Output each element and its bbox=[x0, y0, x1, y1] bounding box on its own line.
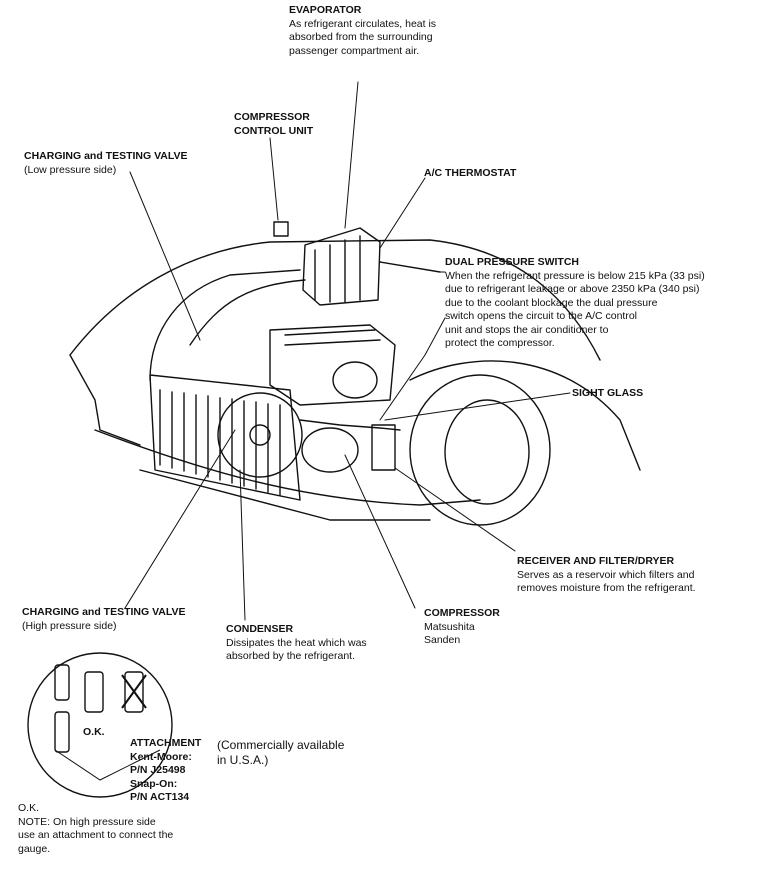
condenser-core bbox=[149, 374, 301, 501]
low-pressure-line bbox=[149, 269, 301, 381]
label-compressor-control-unit: COMPRESSOR CONTROL UNIT bbox=[234, 111, 314, 137]
label-commercial: (Commercially available in U.S.A.) bbox=[217, 738, 345, 767]
label-charging-valve-high: CHARGING and TESTING VALVE (High pressur… bbox=[22, 606, 186, 632]
attachment-inset-circle bbox=[27, 652, 173, 798]
lower-apron bbox=[139, 469, 431, 521]
engine-block bbox=[269, 324, 396, 406]
evaporator-unit bbox=[302, 227, 381, 306]
attachment-adapter bbox=[54, 664, 70, 701]
leader-lines bbox=[124, 81, 571, 621]
left-fender bbox=[69, 354, 141, 446]
label-note: O.K. NOTE: On high pressure side use an … bbox=[18, 802, 174, 855]
compressor-body bbox=[301, 427, 359, 473]
high-pressure-line bbox=[299, 419, 401, 431]
hood-outline bbox=[69, 239, 601, 361]
fitting-wrong bbox=[124, 671, 144, 713]
label-evaporator: EVAPORATOR As refrigerant circulates, he… bbox=[289, 4, 437, 57]
label-inset-ok: O.K. bbox=[83, 726, 105, 738]
label-charging-valve-low: CHARGING and TESTING VALVE (Low pressure… bbox=[24, 150, 188, 176]
label-condenser: CONDENSER Dissipates the heat which was … bbox=[226, 623, 367, 662]
bumper bbox=[94, 429, 481, 506]
label-receiver: RECEIVER AND FILTER/DRYER Serves as a re… bbox=[517, 555, 696, 594]
cooling-fan bbox=[217, 392, 303, 478]
label-ac-thermostat: A/C THERMOSTAT bbox=[424, 167, 517, 179]
label-attachment: ATTACHMENT Kent-Moore: P/N J25498 Snap-O… bbox=[130, 737, 202, 803]
label-dual-pressure-switch: DUAL PRESSURE SWITCH When the refrigeran… bbox=[445, 256, 705, 349]
receiver-dryer bbox=[371, 424, 396, 471]
label-compressor: COMPRESSOR Matsushita Sanden bbox=[424, 607, 500, 646]
front-wheel bbox=[409, 374, 551, 526]
label-sight-glass: SIGHT GLASS bbox=[572, 387, 644, 399]
fitting-ok bbox=[84, 671, 104, 713]
control-unit bbox=[273, 221, 289, 237]
wheel-arch bbox=[409, 360, 641, 471]
